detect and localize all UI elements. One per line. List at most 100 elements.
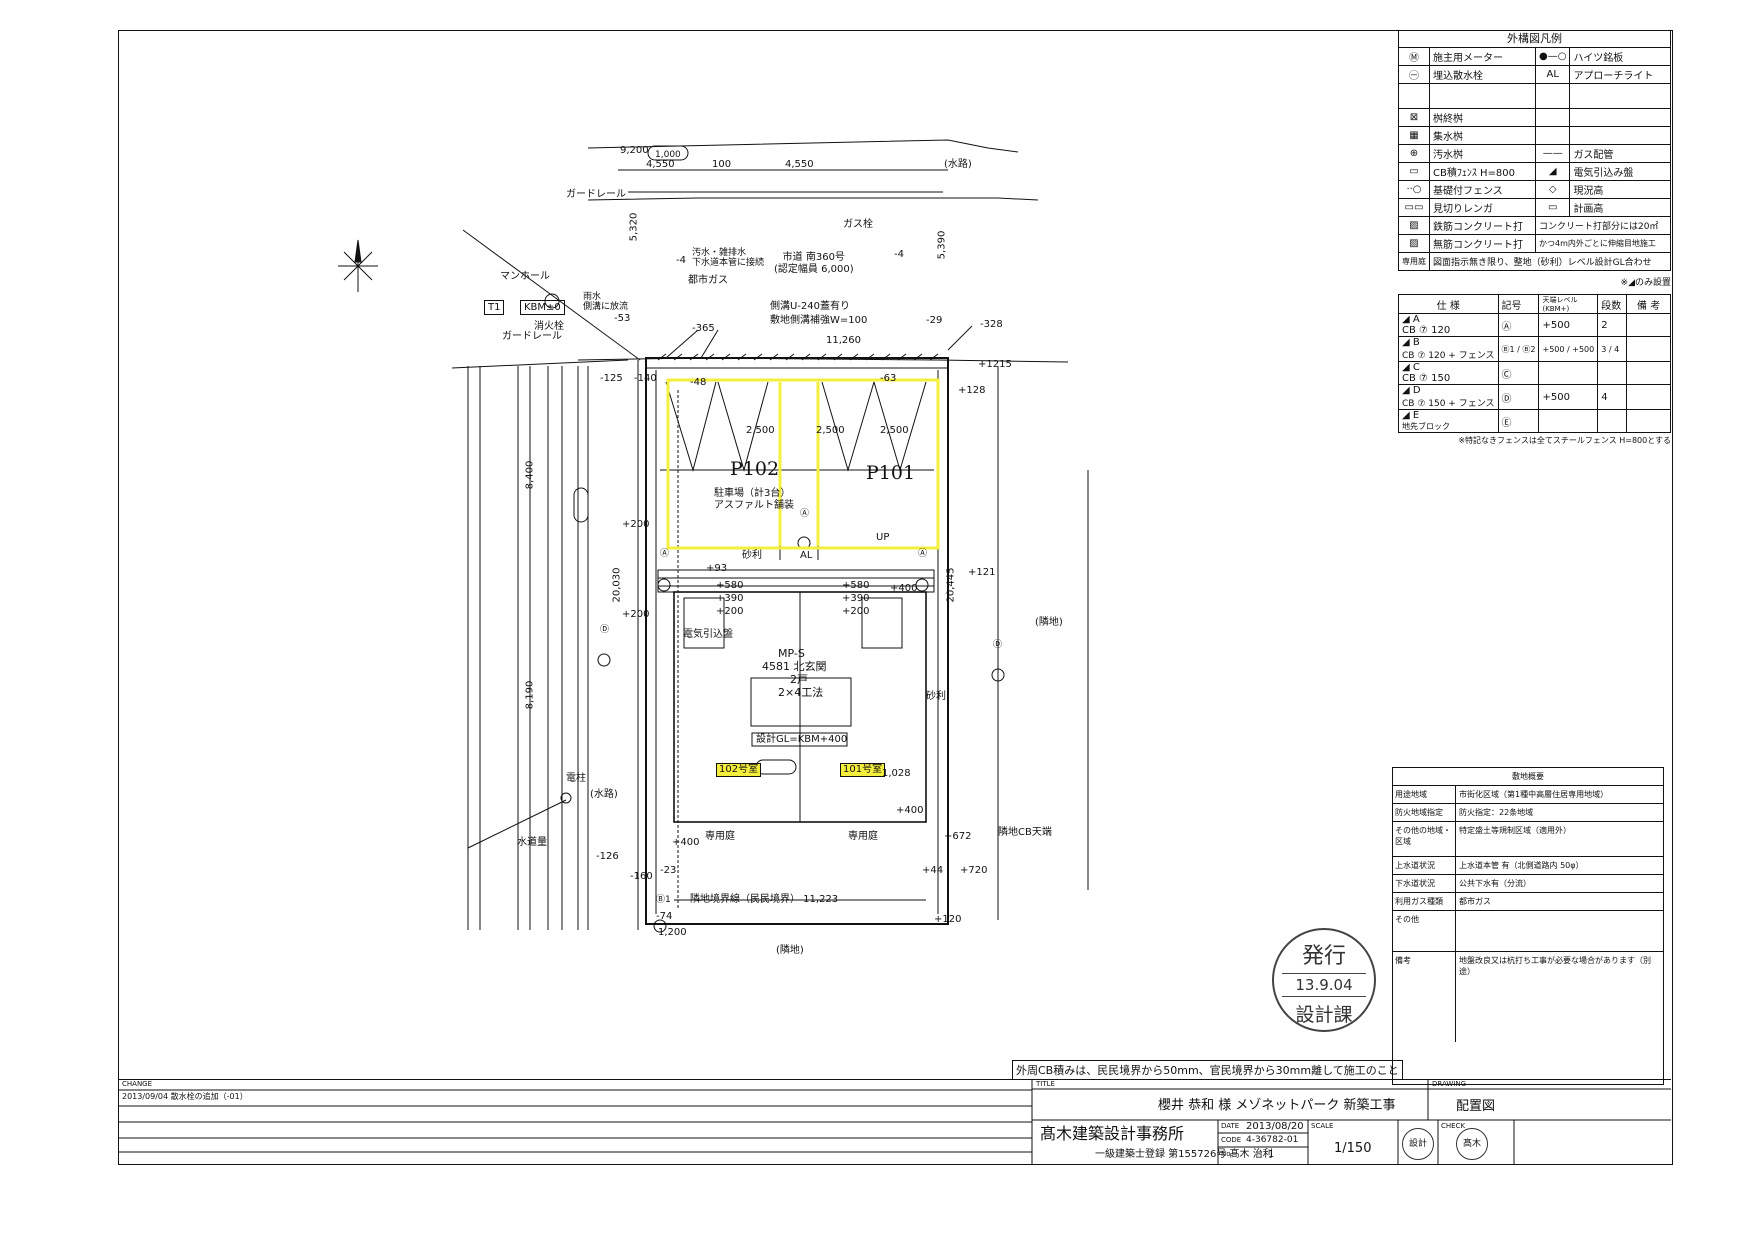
spec-level: +500 — [1538, 313, 1599, 337]
overview-row: 下水道状況公共下水有（分流） — [1393, 875, 1663, 893]
legend-empty — [1534, 126, 1571, 145]
level-7: -48 — [690, 377, 707, 388]
spec-col-header: 天端レベル (KBM+) — [1538, 294, 1599, 314]
title-block-lines — [118, 1080, 1671, 1164]
cb-offset-note: 外周CB積みは、民民境界から50mm、官民境界から30mm離して施工のこと — [1012, 1060, 1403, 1080]
final-basin-icon: ⊠ — [1398, 108, 1430, 127]
sewer-label: 汚水・雑排水 下水道本管に接続 — [692, 248, 765, 269]
dim-9200: 9,200 — [620, 145, 649, 156]
spec-desc: CB ⑦ 150 — [1402, 373, 1451, 384]
code-label: CODE — [1221, 1136, 1242, 1144]
guardrail-left: ガードレール — [502, 331, 562, 342]
mark-b1: Ⓑ1 — [656, 895, 671, 905]
issue-stamp: 発行 13.9.04 設計課 — [1272, 928, 1376, 1032]
spec-desc: 地先ブロック — [1402, 422, 1450, 431]
legend-empty — [1569, 108, 1671, 127]
legend-label: 無筋コンクリート打 — [1429, 234, 1536, 253]
spec-code: ◢ E — [1402, 410, 1420, 421]
design-seal: 設計 — [1402, 1128, 1434, 1160]
ramp-label: UP — [876, 532, 890, 543]
change-entry: 2013/09/04 散水栓の追加（-01） — [122, 1092, 248, 1101]
level-15: +93 — [706, 563, 728, 574]
rain-label: 雨水 側溝に放流 — [583, 292, 629, 313]
legend-row: 専用庭図面指示無き限り、整地（砂利）レベル設計GL合わせ — [1398, 252, 1671, 271]
legend-row: ▭▭見切りレンガ▭計画高 — [1398, 198, 1671, 217]
city-gas-label: 都市ガス — [688, 275, 728, 286]
level-11: -125 — [600, 373, 623, 384]
hydrant-label: 消火栓 — [534, 321, 564, 332]
legend-empty — [1569, 83, 1671, 109]
change-label: CHANGE — [122, 1080, 153, 1088]
stamp-bottom: 設計課 — [1295, 1004, 1353, 1026]
mark-d2: Ⓓ — [993, 640, 1003, 650]
spec-code: ◢ D — [1402, 385, 1421, 396]
dim-4550-left: 4,550 — [646, 159, 675, 170]
level-18: +200 — [716, 606, 744, 617]
road-label: 市道 南360号 (認定幅員 6,000) — [774, 252, 854, 275]
legend-label: ハイツ銘板 — [1569, 47, 1671, 66]
unit-101: 101号室 — [840, 763, 886, 777]
spec-courses — [1597, 409, 1628, 433]
planned-level-icon: ▭ — [1534, 198, 1571, 217]
spec-note — [1626, 384, 1671, 410]
legend-row: ··○基礎付フェンス◇現況高 — [1398, 180, 1671, 199]
legend-label: 計画高 — [1569, 198, 1671, 217]
level-24: +121 — [968, 567, 996, 578]
t1-label: T1 — [484, 300, 505, 315]
dim-8190: 8,190 — [524, 680, 536, 710]
stamp-top: 発行 — [1301, 944, 1346, 969]
yard-left: 専用庭 — [705, 831, 735, 842]
legend-row — [1398, 83, 1671, 109]
level-3: -53 — [614, 313, 631, 324]
overview-value: 特定盛土等規制区域（適用外） — [1459, 826, 1571, 835]
spec-courses — [1597, 361, 1628, 385]
overview-value: 都市ガス — [1459, 897, 1491, 906]
boundary-left-dim: 20,030 — [611, 567, 623, 603]
overview-key: 用途地域 — [1393, 786, 1456, 803]
level-30: -74 — [656, 911, 673, 922]
spec-level — [1538, 409, 1599, 433]
spec-level: +500 — [1538, 384, 1599, 410]
gutter-label-1: 側溝U-240蓋有り — [770, 301, 851, 312]
boundary-right-dim: 20,445 — [945, 567, 957, 603]
legend-label: 集水桝 — [1429, 126, 1536, 145]
parking-dim-2: 2,500 — [816, 425, 845, 436]
spec-desc: CB ⑦ 120 + フェンス — [1402, 351, 1495, 361]
dim-8400: 8,400 — [524, 460, 536, 490]
check-seal: 髙木 — [1456, 1128, 1488, 1160]
approach-light-icon: AL — [1534, 65, 1571, 84]
stamp-date: 13.9.04 — [1282, 973, 1366, 997]
overview-row: 用途地域市街化区域（第1種中高層住居専用地域） — [1393, 786, 1663, 804]
spec-level: +500 / +500 — [1538, 336, 1599, 362]
spec-courses: 2 — [1597, 313, 1628, 337]
level-16: +580 — [716, 580, 744, 591]
lot-label-p102: P102 — [730, 458, 780, 480]
overview-row: その他の地域・区域特定盛土等規制区域（適用外） — [1393, 822, 1663, 857]
sprinkler-icon: ㊀ — [1398, 65, 1430, 84]
building-method: 2×4工法 — [778, 686, 824, 699]
overview-key: その他 — [1393, 911, 1456, 951]
dim-4550-right: 4,550 — [785, 159, 814, 170]
sewage-basin-icon: ⊕ — [1398, 144, 1430, 163]
spec-col-header: 段数 — [1597, 294, 1628, 314]
spec-col-header: 仕 様 — [1398, 294, 1499, 314]
parking-dim-1: 2,500 — [746, 425, 775, 436]
legend-label: CB積ﾌｪﾝｽ H=800 — [1429, 162, 1536, 181]
spec-symbol: Ⓐ — [1497, 313, 1540, 337]
office-name: 髙木建築設計事務所 — [1040, 1124, 1185, 1143]
drawing-name: 配置図 — [1456, 1099, 1496, 1114]
legend-label: 現況高 — [1569, 180, 1671, 199]
overview-row: 防火地域指定防火指定：22条地域 — [1393, 804, 1663, 822]
dim-100: 100 — [712, 159, 732, 170]
legend-label: 鉄筋コンクリート打 — [1429, 216, 1536, 235]
manhole-label: マンホール — [500, 271, 550, 282]
overview-row: 上水道状況上水道本管 有（北側道路内 50φ） — [1393, 857, 1663, 875]
dim-1000: 1,000 — [655, 150, 681, 160]
base-fence-icon: ··○ — [1398, 180, 1430, 199]
legend-label: 見切りレンガ — [1429, 198, 1536, 217]
